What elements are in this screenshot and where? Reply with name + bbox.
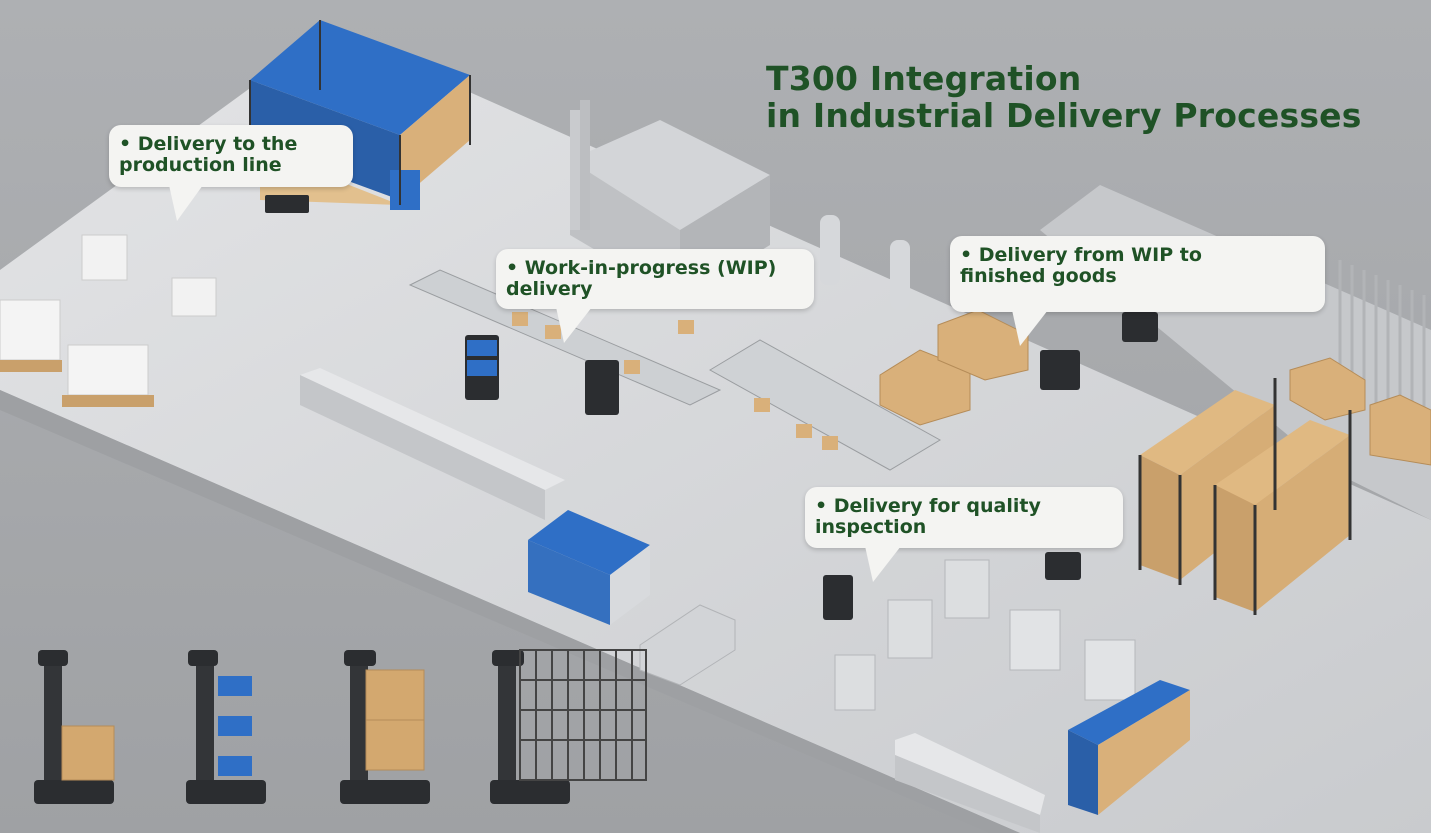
callout-tail <box>1012 310 1048 346</box>
callout-tail <box>865 546 901 582</box>
callout-text-line-1: • Delivery to the <box>119 133 298 155</box>
callout-text-line-1: • Delivery for quality <box>815 495 1041 517</box>
robot-with-stacked-boxes <box>340 650 430 804</box>
inspection-stations <box>834 559 1136 711</box>
robot-with-crate-shelves <box>186 650 266 804</box>
robot-with-box <box>34 650 115 804</box>
pallets-white-boxes <box>0 234 217 407</box>
callout-text-line-2: inspection <box>815 516 927 538</box>
callout-tail <box>556 307 592 343</box>
cabinet-row <box>300 368 565 520</box>
page-title: T300 Integration in Industrial Delivery … <box>766 60 1362 134</box>
callout-text-line-2: delivery <box>506 278 593 300</box>
floor-edge <box>0 390 1020 833</box>
pallets-cardboard <box>879 309 1431 466</box>
callout-tail <box>169 185 203 221</box>
callout-text-line-1: • Delivery from WIP to <box>960 244 1202 266</box>
callout-wip-to-finished: • Delivery from WIP to finished goods <box>950 236 1325 346</box>
rack-blue-crates-mid <box>528 510 650 625</box>
callout-text-line-2: production line <box>119 154 282 176</box>
rack-cardboard-right <box>1138 378 1352 615</box>
robot-lineup <box>34 649 647 804</box>
factory-floor <box>0 30 1431 833</box>
callout-wip-delivery: • Work-in-progress (WIP) delivery <box>496 249 814 343</box>
callout-text-line-1: • Work-in-progress (WIP) <box>506 257 777 279</box>
scene-robots <box>265 195 1158 620</box>
conveyor-line-2 <box>709 339 941 471</box>
robot-with-cage-cart <box>490 649 647 804</box>
callout-production-line: • Delivery to the production line <box>109 125 353 221</box>
rack-blue-crates-bottom <box>1068 680 1190 815</box>
title-line-2: in Industrial Delivery Processes <box>766 96 1362 135</box>
cabinet-row-bottom <box>895 733 1045 833</box>
title-line-1: T300 Integration <box>766 59 1082 98</box>
floor-block <box>639 604 736 686</box>
callout-text-line-2: finished goods <box>960 265 1117 287</box>
callout-quality-inspection: • Delivery for quality inspection <box>805 487 1123 582</box>
